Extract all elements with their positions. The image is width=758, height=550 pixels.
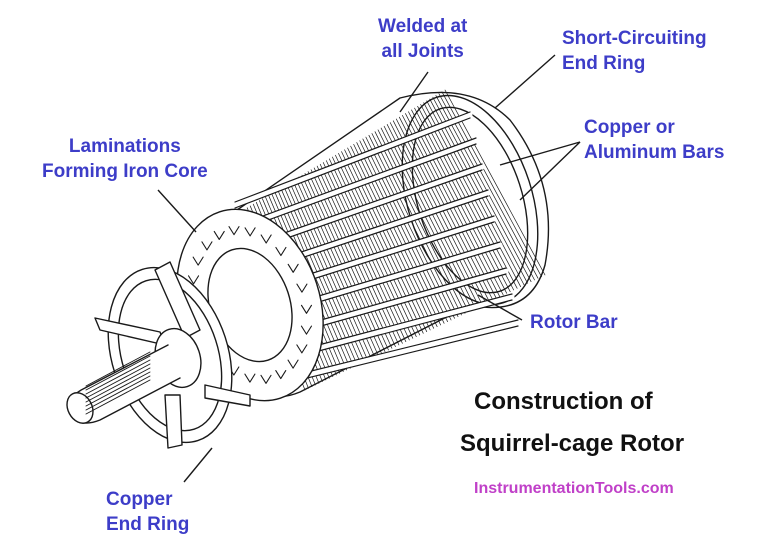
lamination-slot xyxy=(201,241,213,251)
lamination-slot xyxy=(244,227,256,237)
site-watermark: InstrumentationTools.com xyxy=(474,480,674,497)
shaft-end xyxy=(66,392,94,424)
rotor-bar-stripe xyxy=(238,138,479,230)
label-welded-line2: all Joints xyxy=(381,41,464,62)
lamination-hatch-line xyxy=(383,125,476,309)
label-copper-end-ring-line2: End Ring xyxy=(106,514,190,535)
lamination-slot xyxy=(244,373,256,383)
diagram-title-line1: Construction of xyxy=(474,388,653,415)
label-laminations: Laminations Forming Iron Core xyxy=(42,134,208,184)
rotor-bar-edge xyxy=(282,319,519,379)
lamination-slots xyxy=(187,226,313,384)
lamination-hatch-line xyxy=(426,100,525,286)
lamination-slot xyxy=(300,325,313,335)
lamination-hatch-line xyxy=(307,171,389,351)
leader-copper-end-ring xyxy=(183,447,213,483)
leader-welded xyxy=(399,71,429,113)
rotor-bar-edge xyxy=(234,117,471,209)
leader-copper-bars-2 xyxy=(519,141,581,201)
shaft-spline-line xyxy=(85,363,151,399)
lamination-hatch-line xyxy=(380,127,473,311)
lamination-slot xyxy=(287,359,299,369)
lamination-slot xyxy=(187,275,200,285)
rotor-bar-edge xyxy=(240,143,477,231)
shaft-spline-line xyxy=(85,351,151,387)
lamination-slot xyxy=(260,234,272,244)
diagram-title-line2: Squirrel-cage Rotor xyxy=(460,430,685,457)
lamination-hatch-line xyxy=(386,124,480,308)
leader-lines xyxy=(157,54,581,483)
lamination-slot xyxy=(260,374,272,384)
shaft-spline-line xyxy=(85,355,151,391)
shaft-spline-line xyxy=(85,371,151,407)
lamination-slot xyxy=(192,256,204,266)
lamination-hatch-line xyxy=(389,122,483,306)
lamination-slot xyxy=(296,344,308,354)
label-short-circuiting-line1: Short-Circuiting xyxy=(562,28,707,49)
lamination-hatch-line xyxy=(377,129,469,313)
leader-rotor-bar xyxy=(477,294,523,321)
rotor-bar-edge xyxy=(234,111,471,203)
lamination-hatch-line xyxy=(374,131,466,314)
lamination-slot xyxy=(275,370,287,380)
end-ring-fan-blade-bottom xyxy=(164,394,183,449)
lamination-slot xyxy=(228,226,240,236)
label-laminations-line2: Forming Iron Core xyxy=(42,161,208,182)
lamination-slot xyxy=(275,246,287,257)
leader-copper-bars-1 xyxy=(499,141,581,166)
label-copper-bars-line2: Aluminum Bars xyxy=(584,142,725,163)
lamination-slot xyxy=(300,304,313,314)
label-rotor-bar: Rotor Bar xyxy=(530,312,618,333)
label-copper-end-ring: Copper End Ring xyxy=(106,487,189,537)
rotor-body-outline xyxy=(204,91,550,398)
shaft-spline-line xyxy=(85,375,151,411)
lamination-hatch-line xyxy=(429,98,528,284)
lamination-slot xyxy=(213,230,225,240)
rotor-illustration xyxy=(66,89,550,449)
label-copper-end-ring-line1: Copper xyxy=(106,489,173,510)
label-welded-at-joints: Welded at all Joints xyxy=(378,14,467,64)
rotor-bar-edge xyxy=(240,137,477,225)
shaft-spline-line xyxy=(85,379,151,415)
end-ring-fan-blade-right xyxy=(204,384,251,407)
label-copper-aluminum-bars: Copper or Aluminum Bars xyxy=(584,115,724,165)
rotor-bar-stripe xyxy=(280,320,521,384)
lamination-hatch-line xyxy=(344,149,431,331)
shaft-splines xyxy=(85,351,151,415)
lamination-hatch-line xyxy=(435,95,535,281)
label-short-circuiting-line2: End Ring xyxy=(562,53,646,74)
shaft-spline-line xyxy=(85,359,151,395)
end-ring-fan-blade-top xyxy=(154,261,201,339)
rotor-bar-edge xyxy=(282,325,519,385)
rotor-bar-stripe xyxy=(232,112,473,208)
leader-laminations xyxy=(157,189,197,233)
lamination-hatch-line xyxy=(438,93,539,279)
label-laminations-line1: Laminations xyxy=(68,136,181,157)
label-welded-line1: Welded at xyxy=(378,16,468,37)
lamination-slot xyxy=(287,263,299,273)
leader-short-circuiting xyxy=(494,54,556,109)
shaft-spline-line xyxy=(85,367,151,403)
label-short-circuiting-end-ring: Short-Circuiting End Ring xyxy=(562,26,707,76)
label-copper-bars-line1: Copper or xyxy=(584,117,675,138)
lamination-hatch-line xyxy=(432,96,532,283)
lamination-slot xyxy=(296,283,308,293)
